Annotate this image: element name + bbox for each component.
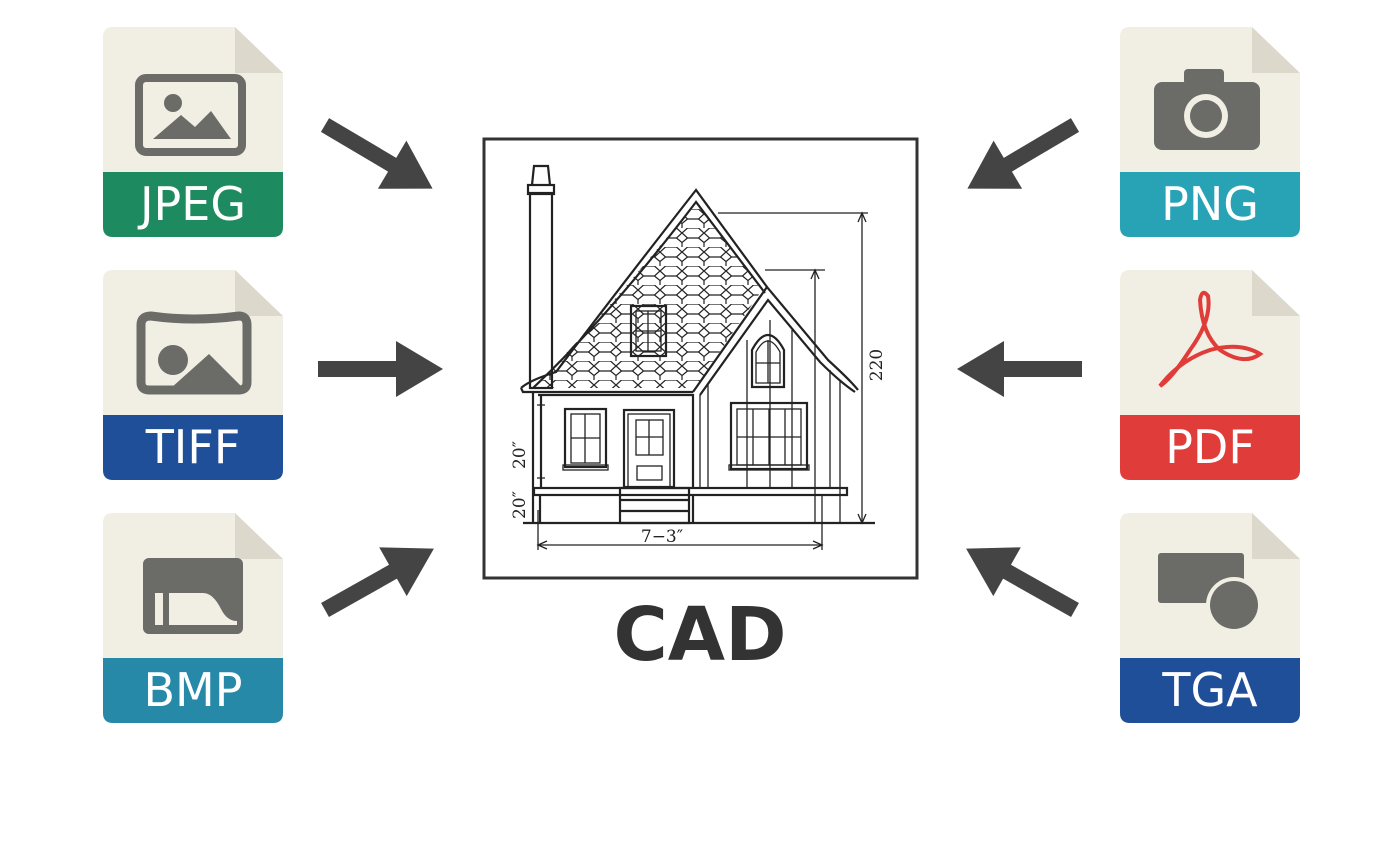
dimension-base: 20″	[510, 491, 530, 519]
file-tiff: TIFF	[103, 270, 283, 480]
image-icon	[136, 311, 252, 395]
file-pdf: PDF	[1120, 270, 1300, 480]
format-label: TIFF	[145, 420, 241, 474]
shapes-icon	[1158, 553, 1262, 633]
format-label: BMP	[144, 663, 243, 717]
dimension-height: 220	[867, 349, 887, 381]
cad-title: CAD	[613, 592, 786, 678]
arrow-icon	[953, 100, 1090, 213]
acrobat-icon	[1158, 290, 1264, 388]
image-icon	[135, 74, 246, 156]
bitmap-icon	[143, 558, 243, 634]
arrow-icon	[952, 524, 1089, 635]
format-label: JPEG	[137, 177, 246, 231]
arrow-icon	[310, 100, 447, 213]
camera-icon	[1154, 69, 1260, 150]
file-png: PNG	[1120, 27, 1300, 237]
dimension-width: 7−3″	[641, 527, 683, 547]
house-drawing-icon: 220 7−3″ 20″ 20″	[510, 164, 887, 550]
arrow-icon	[318, 341, 443, 397]
file-tga: TGA	[1120, 513, 1300, 723]
label-band	[103, 172, 283, 237]
format-label: PDF	[1165, 420, 1255, 474]
arrow-icon	[311, 524, 448, 635]
format-label: TGA	[1161, 663, 1258, 717]
file-bmp: BMP	[103, 513, 283, 723]
arrow-icon	[957, 341, 1082, 397]
file-jpeg: JPEG	[103, 27, 283, 237]
dimension-wall: 20″	[510, 441, 530, 469]
format-label: PNG	[1161, 177, 1259, 231]
